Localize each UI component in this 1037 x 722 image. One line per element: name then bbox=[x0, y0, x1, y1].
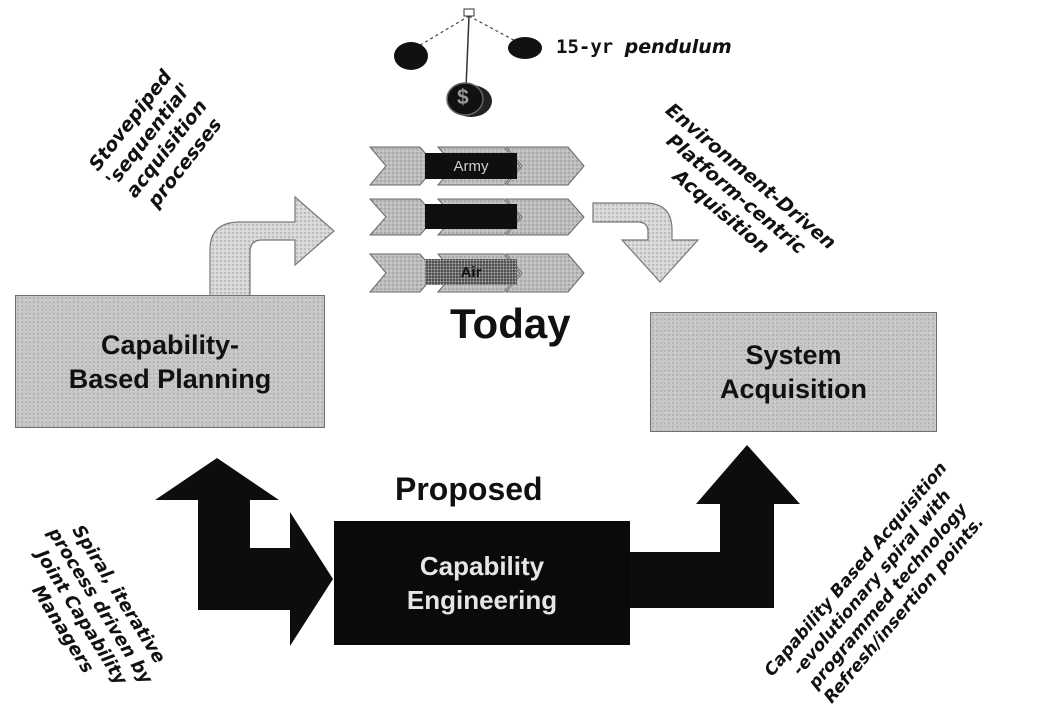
chevron bbox=[504, 146, 585, 186]
pendulum-swing-left-line bbox=[411, 15, 470, 51]
pendulum-group bbox=[394, 8, 542, 117]
curved-arrow-left bbox=[209, 195, 335, 299]
pendulum-bob-right bbox=[508, 37, 542, 59]
pendulum-bob-left bbox=[394, 42, 428, 70]
system-acquisition-box: System Acquisition bbox=[650, 312, 937, 432]
curved-arrow-right bbox=[592, 202, 700, 283]
box-line: Capability bbox=[419, 551, 545, 581]
proposed-title: Proposed bbox=[395, 471, 543, 507]
box-line: Acquisition bbox=[720, 374, 867, 404]
capability-based-planning-box: Capability- Based Planning bbox=[15, 295, 325, 428]
service-navy-label bbox=[425, 204, 517, 229]
pendulum-label: 15-yr pendulum bbox=[556, 36, 732, 59]
chevron bbox=[368, 198, 437, 236]
chevron-rows bbox=[368, 146, 585, 293]
box-line: System bbox=[745, 340, 842, 370]
box-line: Based Planning bbox=[68, 363, 272, 394]
chevron bbox=[368, 146, 437, 186]
pendulum-rod bbox=[465, 15, 470, 89]
capability-engineering-box: Capability Engineering bbox=[334, 521, 630, 645]
pendulum-label-prefix: 15-yr bbox=[556, 36, 625, 58]
box-line: Engineering bbox=[406, 585, 558, 615]
chevron bbox=[368, 253, 437, 293]
dark-arrow-left bbox=[155, 458, 333, 646]
box-line: Capability- bbox=[100, 329, 239, 360]
chevron bbox=[504, 198, 585, 236]
service-air-box bbox=[425, 259, 517, 285]
chevron bbox=[504, 253, 585, 293]
pendulum-pivot bbox=[463, 8, 475, 17]
dark-arrow-right bbox=[630, 445, 800, 608]
service-army-label: Army bbox=[453, 157, 489, 175]
service-army-box bbox=[425, 153, 517, 179]
today-title: Today bbox=[450, 300, 571, 347]
dollar-coin-icon: $ bbox=[457, 86, 469, 109]
pendulum-swing-right-line bbox=[468, 15, 522, 45]
service-air-label: Air bbox=[460, 263, 482, 281]
pendulum-coin bbox=[446, 82, 484, 116]
service-navy-box bbox=[425, 204, 517, 229]
pendulum-label-italic: pendulum bbox=[624, 36, 732, 58]
